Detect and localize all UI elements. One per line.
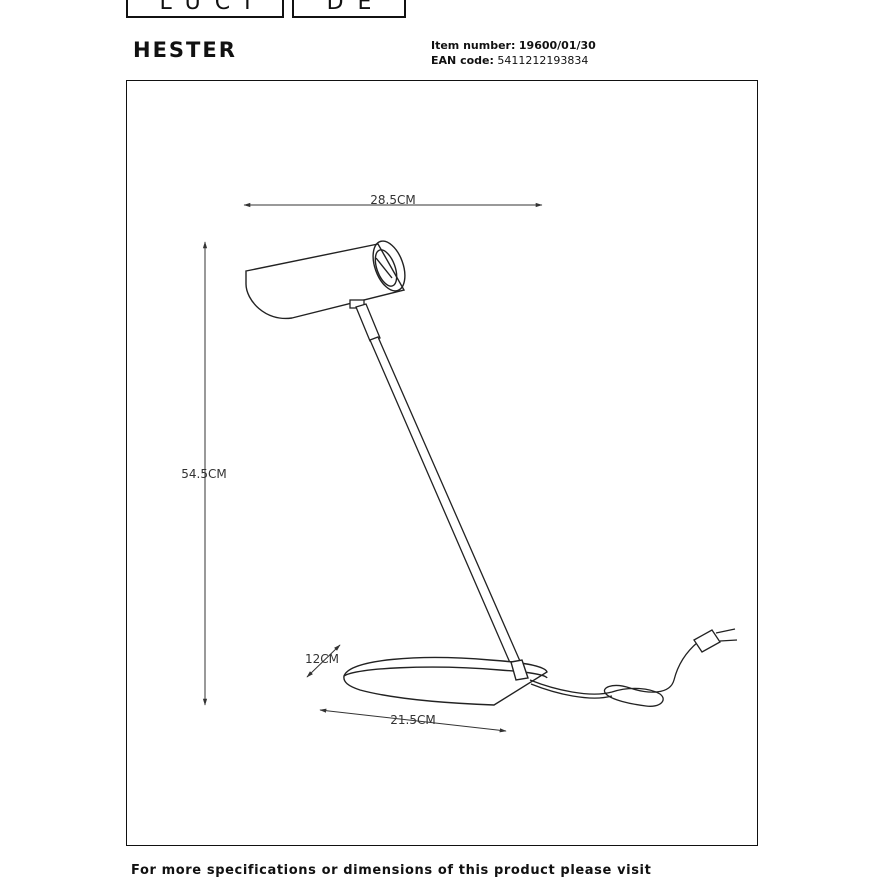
- product-title: HESTER: [133, 38, 237, 62]
- base-width-dimension-label: 21.5CM: [390, 713, 435, 727]
- product-meta: Item number: 19600/01/30 EAN code: 54112…: [431, 38, 596, 68]
- power-cable: [529, 641, 699, 707]
- depth-dimension-line: [306, 644, 341, 678]
- lamp-base: [343, 656, 548, 706]
- ean-value: 5411212193834: [497, 54, 589, 67]
- lamp-joint: [349, 299, 381, 342]
- item-number-label: Item number:: [431, 39, 516, 52]
- drawing-frame: [126, 80, 758, 846]
- depth-dimension-label: 12CM: [305, 652, 339, 666]
- ean-label: EAN code:: [431, 54, 494, 67]
- lamp-arm: [369, 336, 524, 673]
- logo-left-box: LUCI: [126, 0, 284, 18]
- height-dimension-label: 54.5CM: [181, 467, 226, 481]
- width-dimension-label: 28.5CM: [370, 193, 415, 207]
- item-number-value: 19600/01/30: [518, 39, 596, 52]
- base-width-dimension-line: [319, 708, 507, 733]
- footer-note: For more specifications or dimensions of…: [131, 863, 652, 878]
- brand-logo: LUCI DE: [126, 0, 406, 18]
- lamp-head: [245, 240, 406, 320]
- logo-right-box: DE: [292, 0, 406, 18]
- item-number-row: Item number: 19600/01/30: [431, 38, 596, 53]
- power-plug-icon: [693, 628, 738, 653]
- ean-row: EAN code: 5411212193834: [431, 53, 596, 68]
